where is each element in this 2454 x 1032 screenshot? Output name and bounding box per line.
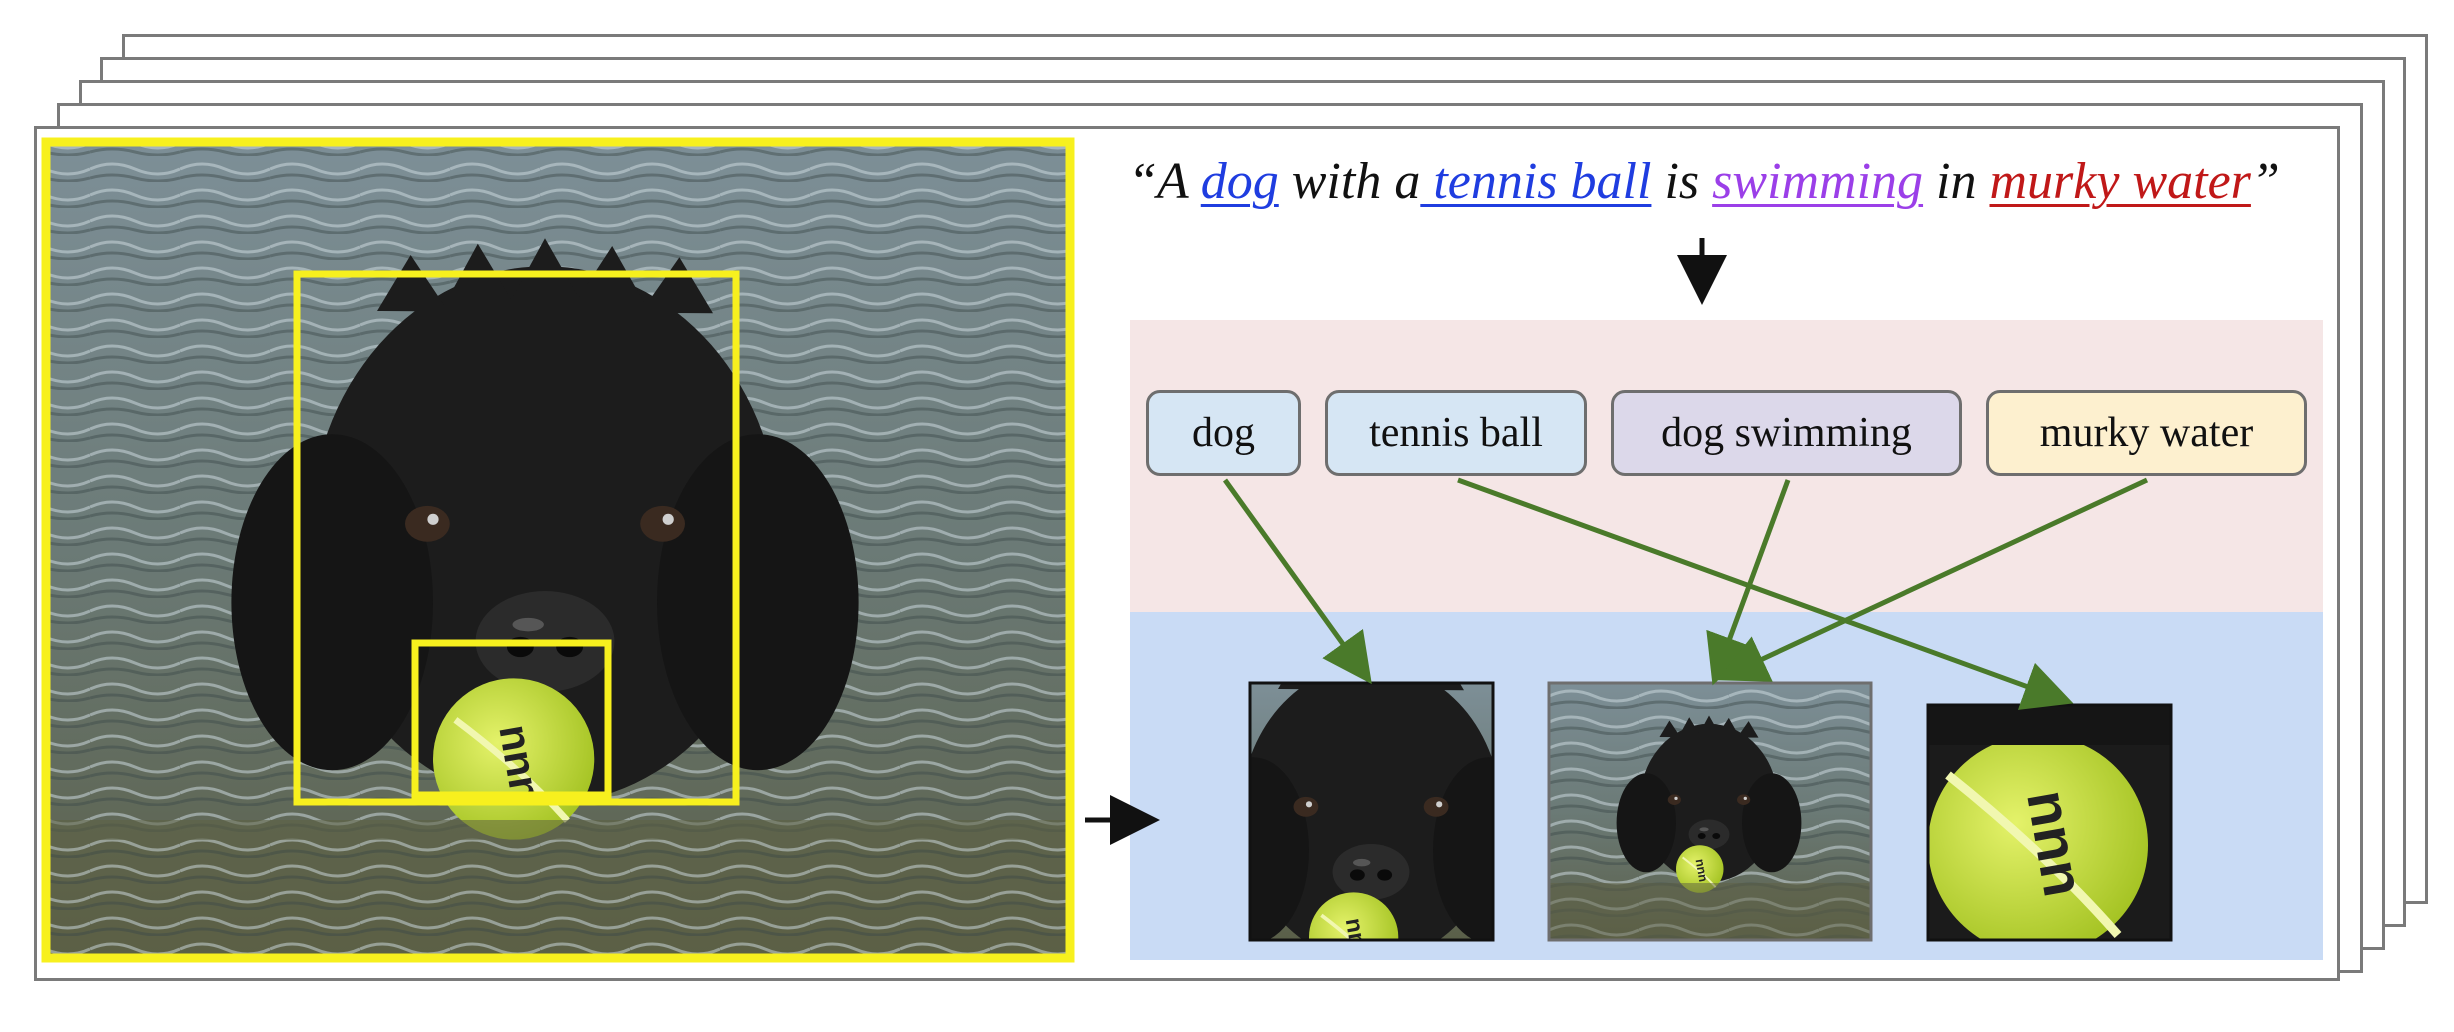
phrase-pill-tennis-ball: tennis ball (1325, 390, 1587, 476)
edge-dog-to-dog-head (1222, 478, 1372, 685)
region-crop-dog-head (1248, 681, 1495, 942)
tennis-ball-box (411, 639, 612, 799)
caption-in: in (1923, 153, 1990, 210)
phrase-pill-dog-swimming: dog swimming (1611, 390, 1962, 476)
caption-word-tennis-ball: tennis ball (1420, 153, 1652, 210)
caption-word-swimming: swimming (1712, 153, 1924, 210)
edge-murky-water-to-swim-crop (1716, 477, 2149, 682)
caption-word-murky-water: murky water (1989, 153, 2251, 210)
caption-close: ” (2250, 153, 2280, 210)
caption-is: is (1651, 153, 1713, 210)
caption-sentence: “A dog with a tennis ball is swimming in… (1128, 152, 2280, 211)
edge-tennis-ball-to-ball-crop (1457, 477, 2074, 710)
region-crop-tennis-ball: nnn (1926, 703, 2173, 942)
phrase-pill-murky-water: murky water (1986, 390, 2307, 476)
phrase-pill-dog: dog (1146, 390, 1301, 476)
caption-with-a: with a (1278, 153, 1421, 210)
main-photo (41, 137, 1075, 963)
dog-head-box (293, 270, 740, 806)
caption-open: “A (1128, 153, 1201, 210)
whole-image-box (41, 137, 1075, 963)
caption-word-dog: dog (1200, 153, 1279, 210)
region-crop-dog-swimming (1547, 681, 1873, 942)
